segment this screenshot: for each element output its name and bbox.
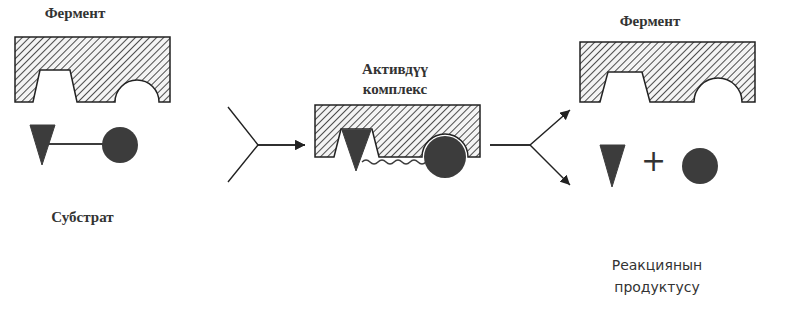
enzyme-node: Фермент bbox=[570, 10, 757, 110]
plus-sign: + bbox=[641, 146, 666, 176]
node-label: Субстрат bbox=[40, 208, 125, 228]
substrate-circle bbox=[102, 127, 138, 163]
complex-node: Активдүү комплекс bbox=[305, 58, 490, 183]
reaction-arrow bbox=[490, 110, 570, 145]
enzyme-node: Фермент bbox=[15, 2, 228, 107]
reaction-arrow bbox=[228, 145, 305, 182]
enzyme-body bbox=[580, 42, 755, 102]
substrate-triangle bbox=[342, 130, 371, 171]
enzyme-body bbox=[15, 37, 170, 102]
node-label: Фермент bbox=[30, 4, 120, 24]
substrate-node: Субстрат bbox=[25, 118, 228, 230]
node-label: Реакциянын продуктусу bbox=[592, 255, 722, 298]
substrate-triangle bbox=[30, 125, 55, 165]
enzyme-shape bbox=[15, 37, 170, 102]
reaction-arrow bbox=[228, 107, 305, 145]
wavy-bond bbox=[362, 160, 426, 164]
node-label: Активдүү комплекс bbox=[340, 60, 450, 99]
product-triangle bbox=[600, 145, 625, 187]
enzyme-shape bbox=[580, 42, 755, 102]
product-circle bbox=[682, 148, 718, 184]
reaction-arrow bbox=[490, 145, 570, 185]
complex-shape bbox=[315, 105, 480, 178]
substrate-circle bbox=[424, 136, 466, 178]
node-label: Фермент bbox=[605, 12, 695, 32]
